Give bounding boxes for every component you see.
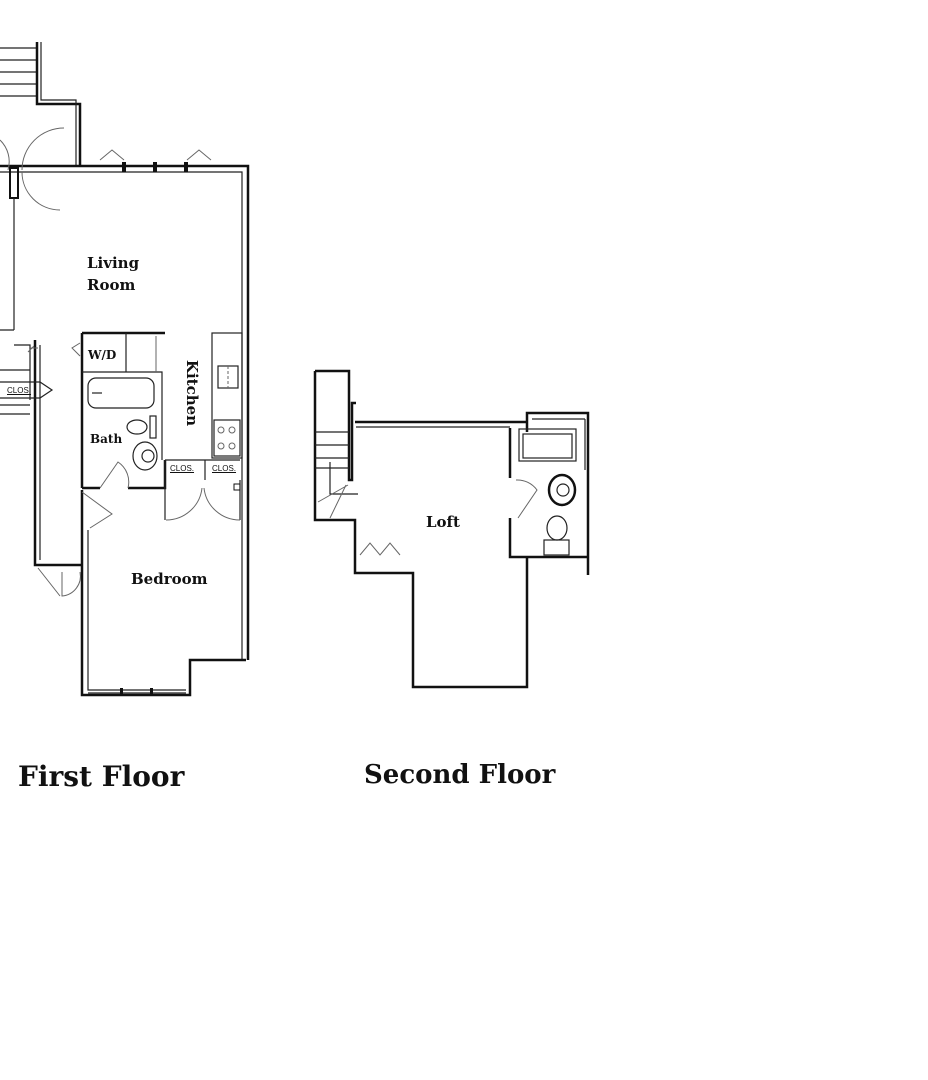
sink-icon <box>547 473 577 507</box>
toilet-icon <box>126 415 157 439</box>
bath-label: Bath <box>90 432 123 446</box>
loft-label: Loft <box>426 513 460 531</box>
windows <box>99 149 212 172</box>
entry-doors <box>0 127 65 211</box>
exterior-stairs <box>0 42 82 166</box>
loft-stairs <box>313 369 529 689</box>
second-floor-plan <box>313 369 590 689</box>
sink-icon <box>132 441 158 471</box>
washer-dryer-label: W/D <box>88 348 117 362</box>
living-room-label-line2: Room <box>87 276 136 294</box>
closet-label: CLOS. <box>7 386 32 395</box>
loft-bathroom <box>508 411 590 575</box>
living-room-label: Living <box>87 254 140 272</box>
bedroom-window <box>88 688 186 694</box>
second-floor-title: Second Floor <box>364 760 556 790</box>
kitchen-counters <box>211 332 243 459</box>
hall-stair-closet <box>0 344 54 415</box>
closet-label: CLOS. <box>212 464 237 473</box>
bedroom-label: Bedroom <box>131 570 208 588</box>
bathtub-icon <box>87 377 155 409</box>
kitchen-label: Kitchen <box>183 359 202 427</box>
first-floor-plan <box>0 42 250 697</box>
first-floor-title: First Floor <box>18 760 185 793</box>
closet-label: CLOS. <box>170 464 195 473</box>
toilet-icon <box>546 515 568 541</box>
